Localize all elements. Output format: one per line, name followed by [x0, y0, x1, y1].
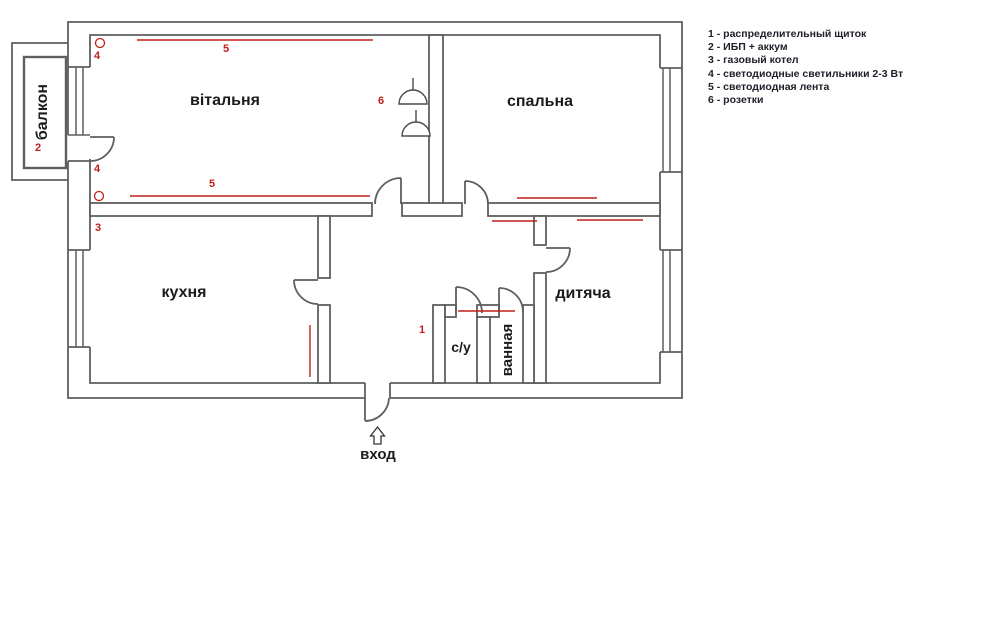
legend-item-distribution-panel: 1 - распределительный щиток — [708, 28, 867, 40]
led-light-symbol-top — [94, 37, 106, 49]
marker-led-strip-bottom: 5 — [209, 178, 215, 190]
wall-band-right — [487, 202, 661, 217]
balcony-inner-box — [22, 55, 68, 170]
kids-room-label: дитяча — [555, 285, 610, 302]
windows — [68, 67, 671, 352]
living-room-label: вітальня — [190, 92, 260, 109]
lamp-icon — [398, 89, 428, 105]
wall-wc-bath-divider — [476, 316, 491, 384]
bedroom-window — [662, 68, 671, 172]
wall-living-bedroom — [428, 34, 444, 205]
marker-gas-boiler: 3 — [95, 222, 101, 234]
marker-ups-battery: 2 — [35, 142, 41, 154]
legend-item-ups-battery: 2 - ИБП + аккум — [708, 41, 788, 53]
electrical-annotations — [93, 37, 643, 377]
entrance-label: вход — [360, 446, 396, 463]
lamp-icon — [401, 121, 431, 137]
balcony-structure — [11, 42, 68, 181]
wall-kids-left-upper — [533, 215, 547, 246]
wall-band-middle — [401, 202, 463, 217]
kitchen-label: кухня — [162, 284, 207, 301]
kitchen-window — [75, 250, 84, 347]
lamp-icons — [398, 78, 431, 137]
living-room-door — [374, 177, 402, 205]
marker-led-strip-top: 5 — [223, 43, 229, 55]
legend-item-sockets: 6 - розетки — [708, 94, 764, 106]
wc-label: с/у — [451, 339, 471, 355]
balcony-outer-edge — [11, 42, 68, 181]
wall-band-left — [89, 202, 373, 217]
walls — [67, 21, 683, 399]
legend-item-led-lights: 4 - светодиодные светильники 2-3 Вт — [708, 68, 903, 80]
bathroom-door — [498, 287, 524, 313]
doors — [89, 136, 571, 422]
bedroom-door — [464, 180, 489, 205]
wall-wc-top-stub — [444, 304, 457, 318]
entrance-door — [364, 397, 390, 422]
legend: 1 - распределительный щиток 2 - ИБП + ак… — [708, 28, 903, 106]
wall-caps — [68, 66, 682, 398]
wall-wc-left — [432, 304, 446, 384]
marker-distribution-panel: 1 — [419, 324, 425, 336]
wall-kitchen-right-lower — [317, 304, 331, 384]
balcony-door — [89, 136, 115, 162]
marker-led-light-top: 4 — [94, 50, 101, 62]
exterior-outer-wall — [67, 21, 683, 399]
interior-walls — [89, 34, 661, 384]
wall-kids-left-lower — [533, 272, 547, 384]
entrance-arrow-icon — [369, 425, 386, 445]
wall-bath-right — [522, 304, 535, 384]
room-labels: вітальня спальна кухня дитяча с/у ванная… — [34, 84, 611, 376]
wall-kitchen-right-upper — [317, 215, 331, 279]
kitchen-door — [293, 279, 319, 305]
legend-item-led-strip: 5 - светодиодная лента — [708, 81, 829, 93]
balcony-window — [68, 67, 90, 136]
kids-room-door — [545, 247, 571, 273]
marker-led-light-bottom: 4 — [94, 163, 101, 175]
legend-item-gas-boiler: 3 - газовый котел — [708, 54, 799, 66]
marker-sockets: 6 — [378, 95, 384, 107]
kids-room-window — [662, 250, 671, 352]
led-light-symbol-bottom — [93, 190, 105, 202]
marker-numbers: 5 5 4 4 2 3 6 1 — [35, 43, 425, 336]
bedroom-label: спальна — [507, 93, 573, 110]
wc-door — [455, 286, 483, 314]
balcony-label: балкон — [34, 84, 51, 140]
bathroom-label: ванная — [499, 324, 516, 377]
entrance: вход — [360, 425, 396, 463]
